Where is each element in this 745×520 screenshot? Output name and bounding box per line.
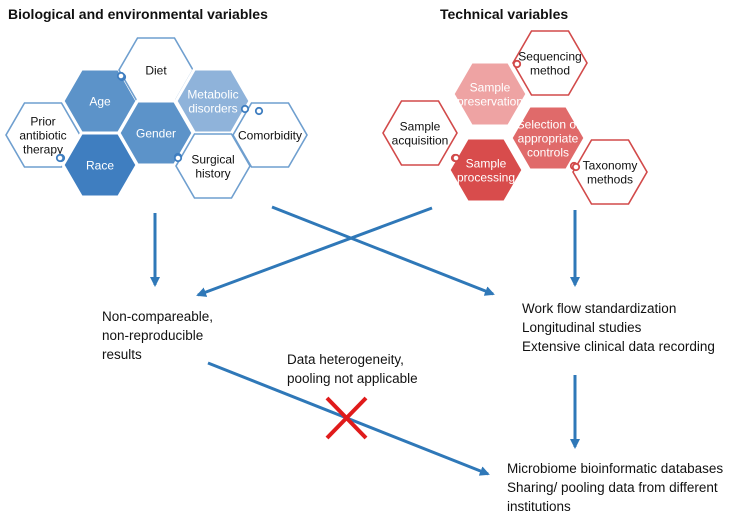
hex-label: Sample xyxy=(470,81,511,95)
hex-label: appropriate xyxy=(518,132,579,146)
hex-label: Race xyxy=(86,159,114,173)
note-data-heterogeneity: Data heterogeneity, pooling not applicab… xyxy=(287,350,418,388)
heading-technical-variables: Technical variables xyxy=(440,6,569,22)
outcome-line: results xyxy=(102,347,142,362)
hex-race: Race xyxy=(61,131,139,199)
hex-label: acquisition xyxy=(392,134,449,148)
hex-label: antibiotic xyxy=(19,129,66,143)
outcome-line: Work flow standardization xyxy=(522,301,677,316)
hex-label: Sample xyxy=(466,157,507,171)
hex-shape xyxy=(175,133,251,199)
connector-dot-icon xyxy=(512,59,522,69)
biological-variables-cluster: AgeDietMetabolicdisordersPriorantibiotic… xyxy=(5,37,308,199)
hex-label: methods xyxy=(587,173,633,187)
hex-label: Sequencing xyxy=(518,50,581,64)
hex-label: controls xyxy=(527,146,569,160)
hex-label: disorders xyxy=(188,102,237,116)
connector-dot-icon xyxy=(173,153,183,163)
hex-label: Taxonomy xyxy=(583,159,638,173)
arrow-tech-to-results xyxy=(196,206,433,297)
hex-shape xyxy=(451,60,529,128)
hex-label: preservation xyxy=(457,95,523,109)
hex-label: method xyxy=(530,64,570,78)
hex-label: Diet xyxy=(145,64,167,78)
connector-dot-icon xyxy=(571,162,581,172)
cross-mark-icon xyxy=(325,396,368,440)
outcome-line: Longitudinal studies xyxy=(522,320,642,335)
outcome-line: Microbiome bioinformatic databases xyxy=(507,461,724,476)
note-line: Data heterogeneity, xyxy=(287,352,404,367)
connector-dot-icon xyxy=(55,153,65,163)
hex-shape xyxy=(509,104,587,172)
hex-label: Sample xyxy=(400,120,441,134)
flow-arrows xyxy=(150,205,580,476)
outcome-noncomparable-results: Non-compareable, non-reproducible result… xyxy=(102,307,213,364)
hex-label: Gender xyxy=(136,127,176,141)
outcome-line: institutions xyxy=(507,499,571,514)
connector-dot-icon xyxy=(116,71,126,81)
hex-label: Selection of xyxy=(517,118,580,132)
arrow-bio-to-standardization xyxy=(271,205,495,296)
hex-label: Metabolic xyxy=(187,88,238,102)
hex-label: processing xyxy=(457,171,515,185)
connector-dot-icon xyxy=(451,153,461,163)
hex-shape xyxy=(512,30,588,96)
connector-dot-icon xyxy=(240,104,250,114)
outcome-databases: Microbiome bioinformatic databases Shari… xyxy=(507,459,723,516)
hex-shape xyxy=(61,131,139,199)
hex-label: Age xyxy=(89,95,111,109)
hex-label: therapy xyxy=(23,143,63,157)
hex-label: Prior xyxy=(30,115,55,129)
hex-shape xyxy=(382,100,458,166)
hex-shape xyxy=(572,139,648,205)
outcome-line: non-reproducible xyxy=(102,328,204,343)
outcome-line: Extensive clinical data recording xyxy=(522,339,715,354)
heading-biological-variables: Biological and environmental variables xyxy=(8,6,268,22)
outcome-line: Sharing/ pooling data from different xyxy=(507,480,718,495)
note-line: pooling not applicable xyxy=(287,371,418,386)
connector-dot-icon xyxy=(254,106,264,116)
hex-label: Surgical xyxy=(191,153,234,167)
hex-label: Comorbidity xyxy=(238,129,302,143)
outcome-standardization: Work flow standardization Longitudinal s… xyxy=(522,299,715,356)
hex-shape xyxy=(447,136,525,204)
hex-label: history xyxy=(195,167,230,181)
hex-shape xyxy=(5,102,81,168)
technical-variables-cluster: SequencingmethodSamplepreservationSample… xyxy=(382,30,648,205)
outcome-line: Non-compareable, xyxy=(102,309,214,324)
